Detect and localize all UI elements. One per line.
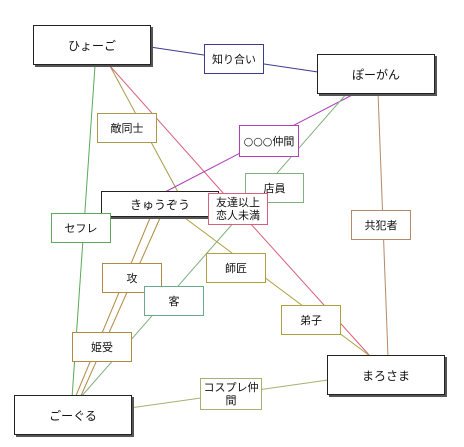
label-shiriai[interactable]: 知り合い bbox=[204, 44, 264, 74]
label-cosplay[interactable]: コスプレ仲間 bbox=[200, 378, 262, 410]
edge-seme bbox=[79, 217, 161, 399]
edge-shisho bbox=[184, 217, 371, 357]
label-tekidoushi[interactable]: 敵同士 bbox=[97, 113, 157, 143]
label-kyaku[interactable]: 客 bbox=[144, 286, 204, 316]
label-himeuke[interactable]: 姫受 bbox=[72, 332, 132, 362]
label-nakama[interactable]: ○○○仲間 bbox=[239, 125, 299, 157]
node-marosama[interactable]: まろさま bbox=[327, 355, 445, 395]
node-kyuzo[interactable]: きゅうぞう bbox=[101, 191, 219, 217]
label-deshi[interactable]: 弟子 bbox=[281, 305, 341, 335]
edge-yujoijou-b bbox=[239, 211, 371, 357]
edge-himeuke bbox=[74, 217, 151, 399]
node-goguru[interactable]: ごーぐる bbox=[14, 395, 132, 435]
label-shisho[interactable]: 師匠 bbox=[206, 253, 266, 283]
label-sefure[interactable]: セフレ bbox=[51, 213, 111, 243]
label-yujoijou[interactable]: 友達以上恋人未満 bbox=[208, 193, 268, 225]
node-pogan[interactable]: ぽーがん bbox=[317, 54, 435, 94]
node-hyogo[interactable]: ひょーご bbox=[33, 25, 151, 65]
label-kyohansha[interactable]: 共犯者 bbox=[351, 210, 411, 240]
edge-yujoijou-a bbox=[109, 65, 241, 213]
